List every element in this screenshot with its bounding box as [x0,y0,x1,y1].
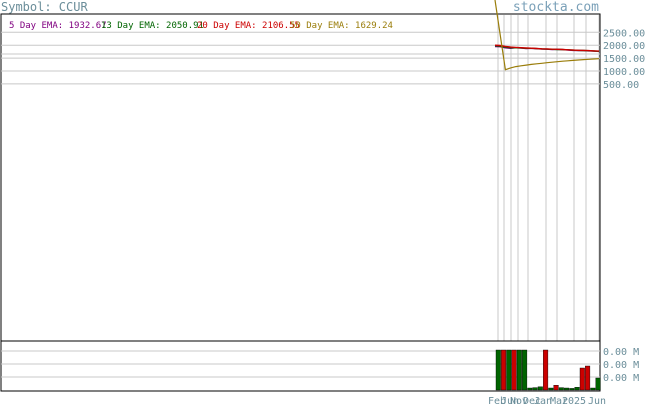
volume-bars [495,349,601,391]
price-panel [0,13,601,342]
price-tick-label: 1000.00 [603,67,645,78]
volume-bar [564,387,570,391]
price-tick-label: 1500.00 [603,54,645,65]
volume-bar [585,365,591,391]
volume-bar [595,377,601,391]
legend: 5 Day EMA: 1932.67 13 Day EMA: 2050.91 2… [9,21,393,31]
x-tick-label: Mar [550,396,568,406]
date-gridlines [497,15,600,391]
volume-bar [516,349,522,391]
x-tick-label: Jun [501,396,519,406]
volume-axis: 0.00 M 0.00 M 0.00 M [603,347,639,384]
volume-bar [569,388,575,391]
legend-13-day-ema: 13 Day EMA: 2050.91 [101,21,204,31]
series-line-4 [494,0,600,71]
price-axis: 2500.00 2000.00 1500.00 1000.00 500.00 [603,28,645,91]
x-tick-label: 2025 [562,396,586,406]
volume-bar [558,387,564,391]
volume-bar [548,387,554,391]
volume-bar [579,367,585,391]
volume-bar [537,386,543,391]
volume-bar [590,387,596,391]
price-tick-label: 500.00 [603,80,639,91]
series-line-3 [494,44,600,52]
volume-bar [501,349,507,391]
x-tick-label: Dec [523,396,541,406]
legend-20-day-ema: 20 Day EMA: 2106.55 [197,21,300,31]
x-tick-label: Feb [488,396,506,406]
price-tick-label: 2000.00 [603,41,645,52]
volume-bar [522,349,528,391]
symbol-label: Symbol: CCUR [1,0,88,14]
volume-bar [527,387,533,391]
price-series [494,0,600,71]
volume-bar [553,385,559,391]
volume-bar [574,387,580,391]
site-name[interactable]: stockta.com [513,0,599,15]
volume-tick-label: 0.00 M [603,347,639,358]
volume-bar [495,349,501,391]
price-tick-label: 2500.00 [603,28,645,39]
volume-bar [532,387,538,391]
volume-bar [511,349,517,391]
x-tick-label: Jan [534,396,552,406]
legend-5-day-ema: 5 Day EMA: 1932.67 [9,21,107,31]
volume-bar [506,349,512,391]
volume-tick-label: 0.00 M [603,360,639,371]
volume-tick-label: 0.00 M [603,373,639,384]
x-tick-label: Jun [588,396,606,406]
x-tick-label: Nov [510,396,528,406]
legend-50-day-ema: 50 Day EMA: 1629.24 [290,21,393,31]
volume-bar [543,349,549,391]
